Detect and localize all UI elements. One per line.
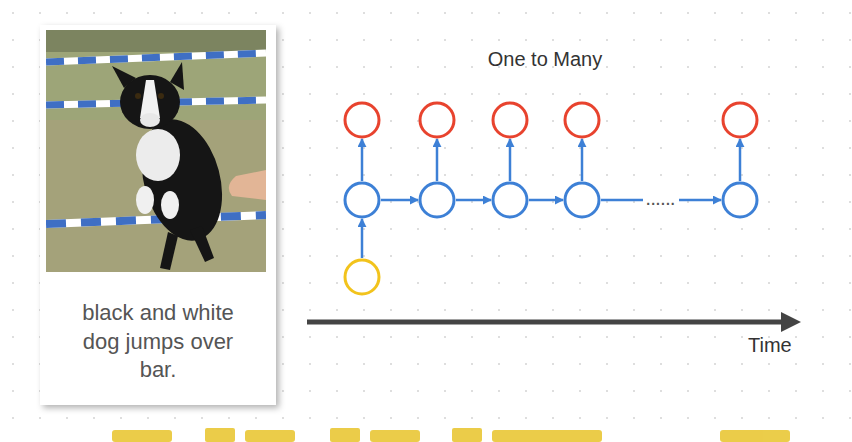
image-caption: black and white dog jumps over bar.: [67, 299, 249, 385]
circle-outline: [343, 181, 381, 219]
axis-label: Time: [748, 334, 792, 357]
circle-outline: [418, 101, 456, 139]
rnn-circle: [343, 258, 381, 296]
rnn-circle: [418, 101, 456, 139]
cut-off-text: [112, 428, 790, 442]
image-card: black and white dog jumps over bar.: [40, 25, 276, 405]
rnn-circle: [343, 181, 381, 219]
circle-outline: [563, 101, 601, 139]
circle-outline: [721, 101, 759, 139]
circle-outline: [343, 258, 381, 296]
diagram-title: One to Many: [445, 48, 645, 71]
circle-outline: [491, 181, 529, 219]
rnn-circle: [721, 101, 759, 139]
circle-outline: [563, 181, 601, 219]
circle-outline: [343, 101, 381, 139]
rnn-circle: [343, 101, 381, 139]
arrow-connector: [361, 139, 364, 181]
circle-outline: [721, 181, 759, 219]
rnn-circle: [721, 181, 759, 219]
dog-photo: [46, 30, 266, 272]
time-axis: [307, 320, 793, 325]
card-background: [40, 25, 276, 405]
rnn-circle: [491, 101, 529, 139]
edge-label: ......: [643, 192, 678, 208]
rnn-circle: [418, 181, 456, 219]
arrow-connector: [456, 199, 491, 202]
arrow-connector: [381, 199, 418, 202]
rnn-circle: [563, 181, 601, 219]
arrow-connector: [581, 139, 584, 181]
arrow-connector: [436, 139, 439, 181]
circle-outline: [418, 181, 456, 219]
rnn-circle: [491, 181, 529, 219]
arrow-connector: [529, 199, 563, 202]
arrow-connector: [361, 219, 364, 258]
arrow-connector: [739, 139, 742, 181]
arrow-connector: [509, 139, 512, 181]
circle-outline: [491, 101, 529, 139]
rnn-circle: [563, 101, 601, 139]
